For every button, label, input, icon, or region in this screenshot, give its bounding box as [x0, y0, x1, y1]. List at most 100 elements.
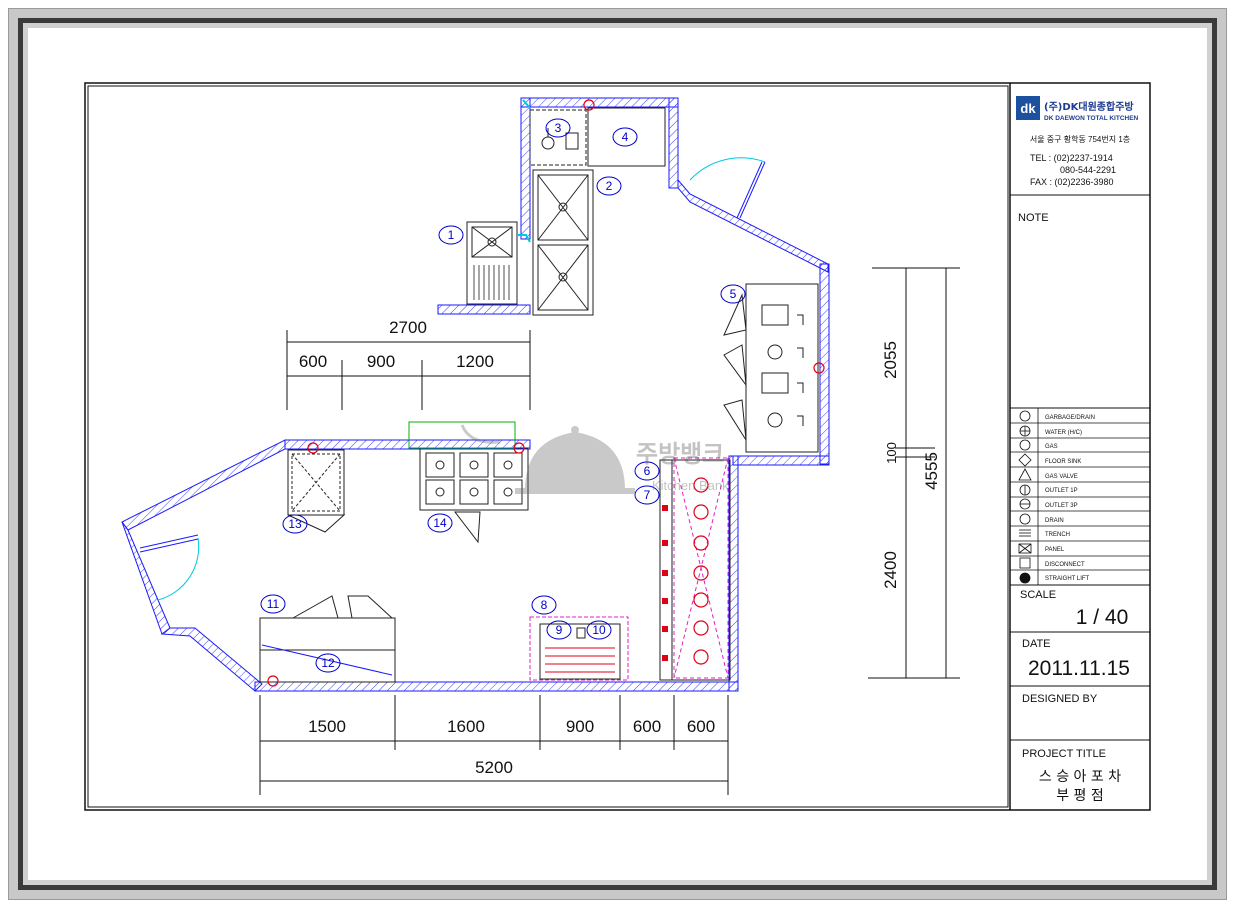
company-logo — [1016, 96, 1040, 120]
legend — [1010, 408, 1150, 585]
tel-line-1: TEL : (02)2237-1914 — [1030, 153, 1113, 163]
circle-icon — [1019, 410, 1031, 422]
equipment-14-burners — [419, 447, 529, 544]
svg-text:GAS: GAS — [1045, 444, 1058, 450]
project-title-line-1: 스 승 아 포 차 — [1039, 769, 1121, 785]
label-6: 6 — [634, 461, 660, 481]
equipment-1-sink — [466, 221, 518, 305]
box-x-icon — [1018, 543, 1032, 554]
label-13: 13 — [282, 514, 308, 534]
project-title-line-2: 부 평 점 — [1056, 788, 1104, 804]
label-2: 2 — [596, 176, 622, 196]
dim-right-total: 4555 — [922, 452, 941, 490]
svg-text:PANEL: PANEL — [1045, 547, 1065, 553]
svg-text:OUTLET 1P: OUTLET 1P — [1045, 488, 1078, 494]
svg-text:주방뱅크: 주방뱅크 — [636, 440, 724, 468]
grate-icon — [1019, 529, 1031, 537]
hood-outline — [408, 421, 516, 449]
svg-text:STRAIGHT LIFT: STRAIGHT LIFT — [1045, 576, 1090, 582]
svg-text:7: 7 — [644, 488, 651, 502]
svg-text:DRAIN: DRAIN — [1045, 518, 1064, 524]
svg-text:11: 11 — [267, 597, 280, 611]
svg-text:13: 13 — [288, 517, 302, 531]
circle-s-icon — [1019, 513, 1031, 525]
svg-text:5: 5 — [730, 287, 737, 301]
equipment-3 — [529, 109, 587, 166]
equipment-11-12-counter — [259, 595, 396, 683]
svg-text:4: 4 — [622, 130, 629, 144]
label-5: 5 — [720, 284, 746, 304]
company-name-en: DK DAEWON TOTAL KITCHEN — [1044, 115, 1139, 122]
company-address: 서울 중구 황학동 754번지 1층 — [1030, 134, 1130, 144]
legend-labels: GARBAGE/DRAIN WATER (H/C) GAS FLOOR SINK… — [1045, 415, 1095, 582]
dim-top-2: 900 — [367, 352, 395, 371]
svg-text:2: 2 — [606, 179, 613, 193]
svg-text:12: 12 — [321, 656, 335, 670]
equipment-labels: 1 2 3 4 5 6 7 8 9 10 11 12 13 14 — [260, 118, 746, 673]
svg-text:8: 8 — [541, 598, 548, 612]
title-block: dk (주)DK대원종합주방 DK DAEWON TOTAL KITCHEN 서… — [1010, 96, 1150, 804]
red-marks-column — [662, 505, 668, 661]
label-9: 9 — [546, 620, 572, 640]
designed-by-label: DESIGNED BY — [1022, 693, 1098, 705]
dim-top-3: 1200 — [456, 352, 494, 371]
drawing-border — [87, 85, 1009, 808]
dim-top-total: 2700 — [389, 318, 427, 337]
dim-right-2: 100 — [884, 442, 899, 464]
label-14: 14 — [427, 513, 453, 533]
company-name-kr: (주)DK대원종합주방 — [1044, 100, 1134, 113]
dim-bottom-4: 600 — [633, 717, 661, 736]
equipment-2-double-sink — [532, 169, 594, 316]
scale-label: SCALE — [1020, 589, 1056, 601]
box-d-icon — [1019, 557, 1031, 569]
dim-bottom-2: 1600 — [447, 717, 485, 736]
svg-text:GARBAGE/DRAIN: GARBAGE/DRAIN — [1045, 415, 1095, 421]
date-label: DATE — [1022, 638, 1051, 650]
hood-burners — [693, 477, 709, 665]
note-label: NOTE — [1018, 212, 1049, 224]
dim-bottom-3: 900 — [566, 717, 594, 736]
svg-text:Kitchen Bank: Kitchen Bank — [652, 478, 729, 493]
svg-text:DISCONNECT: DISCONNECT — [1045, 562, 1085, 568]
svg-text:dk: dk — [1020, 101, 1036, 116]
label-8: 8 — [531, 595, 557, 615]
door-left — [139, 534, 200, 601]
svg-text:GAS VALVE: GAS VALVE — [1045, 474, 1078, 480]
dimension-bottom — [259, 695, 729, 795]
label-1: 1 — [438, 225, 464, 245]
svg-text:1: 1 — [448, 228, 455, 242]
outlet-symbols — [267, 99, 825, 687]
date-value: 2011.11.15 — [1028, 657, 1130, 680]
label-3: 3 — [545, 118, 571, 138]
circle-cross-icon — [1019, 439, 1031, 451]
svg-text:TRENCH: TRENCH — [1045, 532, 1070, 538]
dim-bottom-5: 600 — [687, 717, 715, 736]
door-top-right — [689, 157, 766, 219]
triangle-icon — [1018, 468, 1032, 481]
filled-circle-icon — [1019, 572, 1031, 584]
svg-text:14: 14 — [433, 516, 447, 530]
dim-bottom-1: 1500 — [308, 717, 346, 736]
label-7: 7 — [634, 485, 660, 505]
svg-text:10: 10 — [592, 623, 606, 637]
svg-text:WATER (H/C): WATER (H/C) — [1045, 430, 1082, 436]
svg-text:6: 6 — [644, 464, 651, 478]
diamond-icon — [1018, 453, 1032, 467]
label-11: 11 — [260, 594, 286, 614]
sheet-border — [84, 82, 1151, 811]
walls — [121, 97, 830, 692]
equipment-4-box — [587, 107, 666, 167]
dim-right-3: 2400 — [881, 551, 900, 589]
label-12: 12 — [315, 653, 341, 673]
project-title-label: PROJECT TITLE — [1022, 748, 1106, 760]
label-4: 4 — [612, 127, 638, 147]
svg-text:9: 9 — [556, 623, 563, 637]
svg-text:FLOOR SINK: FLOOR SINK — [1045, 459, 1081, 465]
svg-text:3: 3 — [555, 121, 562, 135]
dim-top-1: 600 — [299, 352, 327, 371]
label-10: 10 — [586, 620, 612, 640]
watermark: 주방뱅크 Kitchen Bank — [460, 424, 729, 494]
fax-line: FAX : (02)2236-3980 — [1030, 177, 1114, 187]
cyan-pipe — [518, 99, 531, 243]
